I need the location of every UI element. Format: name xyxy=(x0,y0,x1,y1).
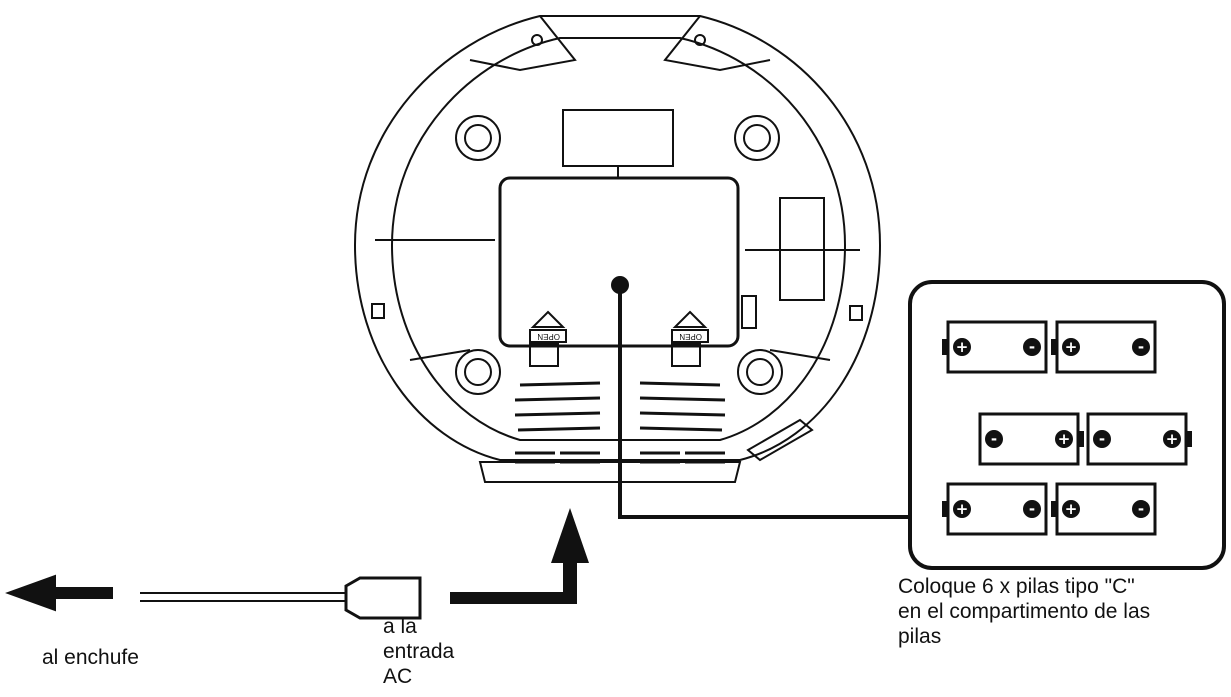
polarity-sign: + xyxy=(956,500,969,518)
handle-slot xyxy=(746,418,814,462)
polarity-sign: + xyxy=(1065,500,1078,518)
label-battery-line1: Coloque 6 x pilas tipo "C" xyxy=(898,575,1135,598)
positive-terminal-icon xyxy=(1062,500,1080,518)
battery-cell: +- xyxy=(1051,482,1157,536)
negative-terminal-icon xyxy=(1132,338,1150,356)
arrow-to-outlet xyxy=(5,574,113,612)
side-screw-left xyxy=(371,303,385,319)
device-base xyxy=(478,461,742,483)
device-rear-view xyxy=(353,15,882,483)
label-to-outlet-text: al enchufe xyxy=(42,646,139,669)
negative-terminal-icon xyxy=(1023,500,1041,518)
battery-cell: -+ xyxy=(1086,412,1192,466)
label-ac-input-line3: AC xyxy=(383,665,413,688)
polarity-sign: - xyxy=(1099,430,1105,448)
side-screw-right xyxy=(849,305,863,321)
battery-cell: +- xyxy=(942,320,1048,374)
device-body-outline xyxy=(353,15,882,461)
label-battery-line2: en el compartimento de las xyxy=(898,600,1151,623)
positive-terminal-icon xyxy=(1163,430,1181,448)
latch-label-left: OPEN xyxy=(537,332,560,341)
ac-plug xyxy=(344,576,422,620)
battery-cell: +- xyxy=(942,482,1048,536)
label-ac-input: a la entrada AC xyxy=(383,614,454,689)
label-to-outlet: al enchufe xyxy=(42,645,139,670)
positive-terminal-icon xyxy=(1055,430,1073,448)
negative-terminal-icon xyxy=(1093,430,1111,448)
label-battery-instruction: Coloque 6 x pilas tipo "C" en el compart… xyxy=(898,574,1150,649)
handle-left xyxy=(469,15,577,72)
label-battery-line3: pilas xyxy=(898,625,942,648)
label-ac-input-line1: a la xyxy=(383,615,417,638)
screw-top-left xyxy=(531,34,543,46)
latch-left xyxy=(529,310,567,367)
polarity-sign: - xyxy=(1029,500,1035,518)
polarity-sign: - xyxy=(1138,500,1144,518)
side-panel-left xyxy=(375,239,495,361)
latch-right xyxy=(671,310,709,367)
voltage-switch xyxy=(741,295,757,329)
label-ac-input-line2: entrada xyxy=(383,640,455,663)
polarity-sign: - xyxy=(991,430,997,448)
side-plate xyxy=(779,197,825,301)
screw-top-right xyxy=(694,34,706,46)
pointer-line xyxy=(618,285,912,519)
positive-terminal-icon xyxy=(953,338,971,356)
feet xyxy=(455,115,783,395)
positive-terminal-icon xyxy=(1062,338,1080,356)
battery-box: +-+--+-++-+- xyxy=(908,280,1226,570)
negative-terminal-icon xyxy=(985,430,1003,448)
arrow-to-ac-input xyxy=(450,508,589,604)
polarity-sign: - xyxy=(1138,338,1144,356)
handle-right xyxy=(663,15,771,72)
side-panel-right xyxy=(745,249,860,361)
positive-terminal-icon xyxy=(953,500,971,518)
polarity-sign: + xyxy=(1065,338,1078,356)
battery-box-frame xyxy=(908,280,1226,570)
label-plate xyxy=(562,109,674,167)
battery-cell: +- xyxy=(1051,320,1157,374)
ac-cable xyxy=(5,508,589,620)
polarity-sign: + xyxy=(1166,430,1179,448)
negative-terminal-icon xyxy=(1023,338,1041,356)
battery-cell: -+ xyxy=(978,412,1084,466)
polarity-sign: - xyxy=(1029,338,1035,356)
polarity-sign: + xyxy=(1058,430,1071,448)
polarity-sign: + xyxy=(956,338,969,356)
device-inner-outline xyxy=(390,37,847,441)
latch-label-right: OPEN xyxy=(679,332,702,341)
negative-terminal-icon xyxy=(1132,500,1150,518)
